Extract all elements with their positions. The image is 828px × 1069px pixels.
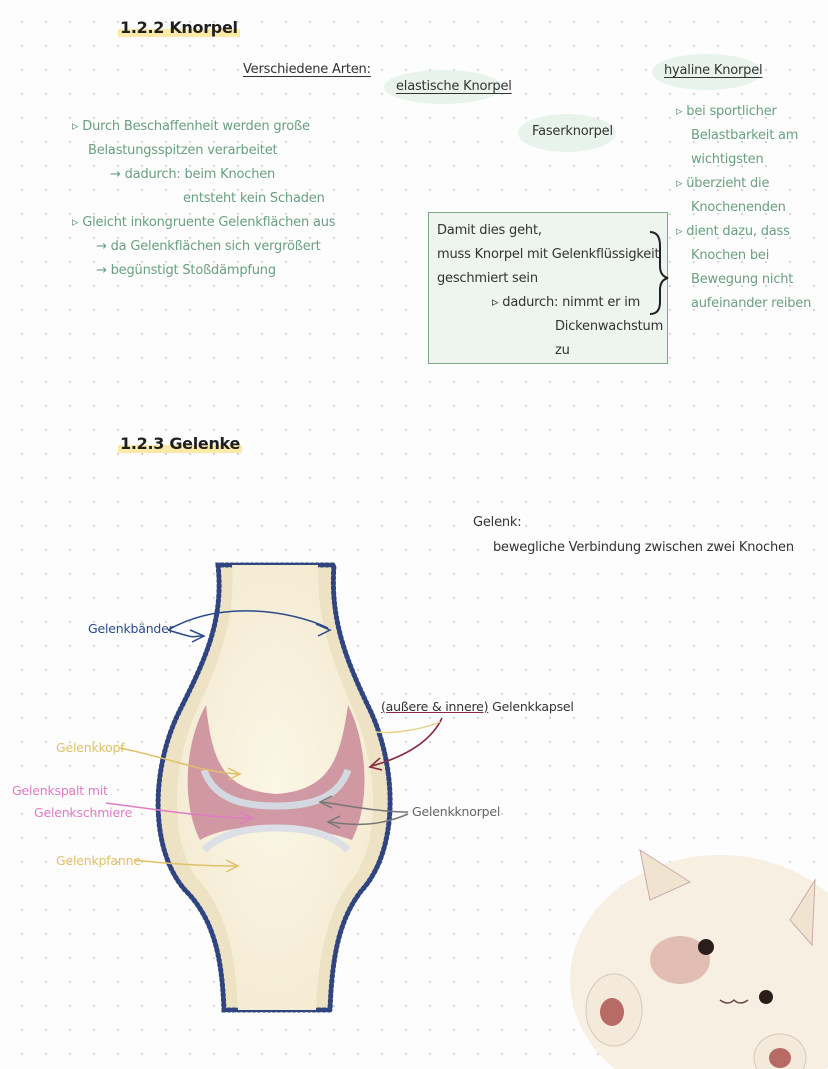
arrow-icon: → <box>110 167 125 182</box>
joint-head-cartilage <box>200 768 352 810</box>
arten-label: Verschiedene Arten: <box>243 62 371 77</box>
spalt-arrow <box>105 802 251 819</box>
hyalin-note-9: aufeinander reiben <box>691 296 812 311</box>
kapsel-arrow-red <box>371 717 443 767</box>
box-line-3: geschmiert sein <box>437 271 538 286</box>
arrow-icon: ▹ <box>72 215 83 230</box>
hyalin-highlight <box>652 54 762 90</box>
joint-socket-cartilage <box>201 824 351 853</box>
arrow-icon: → <box>96 263 111 278</box>
label-gelenkbaender: Gelenkbänder <box>88 621 174 636</box>
bone-inner <box>176 565 374 1010</box>
faserknorpel-label: Faserknorpel <box>532 124 613 139</box>
hyalin-note-2: Belastbarkeit am <box>691 128 799 143</box>
arrow-icon: → <box>96 239 111 254</box>
note-line-7: → begünstigt Stoßdämpfung <box>96 263 276 278</box>
section-heading-gelenke: 1.2.3 Gelenke <box>118 434 242 453</box>
elastische-knorpel-label: elastische Knorpel <box>396 79 512 94</box>
knorpel-arrows <box>321 801 409 813</box>
label-gelenkkopf: Gelenkkopf <box>56 740 125 755</box>
arrow-icon: ▹ <box>72 119 83 134</box>
hyalin-note-3: wichtigsten <box>691 152 764 167</box>
hyalin-note-6: ▹ dient dazu, dass <box>676 224 790 239</box>
hyalin-note-4: ▹ überzieht die <box>676 176 770 191</box>
hyalin-note-1: ▹ bei sportlicher <box>676 104 777 119</box>
note-line-1: ▹ Durch Beschaffenheit werden große <box>72 119 310 134</box>
label-gelenkknorpel: Gelenkknorpel <box>412 804 501 819</box>
section-heading-knorpel: 1.2.2 Knorpel <box>118 18 240 37</box>
kapsel-highlight-text: (außere & innere) <box>381 699 489 714</box>
hyalin-note-8: Bewegung nicht <box>691 272 794 287</box>
hyaline-knorpel-label: hyaline Knorpel <box>664 63 763 78</box>
arrow-icon: ▹ <box>676 176 687 191</box>
label-gelenkpfanne: Gelenkpfanne <box>56 853 141 868</box>
box-line-4: ▹ dadurch: nimmt er im <box>492 295 641 310</box>
pfanne-arrow <box>133 859 237 867</box>
label-gelenkspalt-1: Gelenkspalt mit <box>12 783 108 798</box>
elastisch-highlight <box>384 70 502 104</box>
arrow-icon: ▹ <box>492 295 503 310</box>
label-gelenkspalt-2: Gelenkschmiere <box>34 805 133 820</box>
hyalin-note-7: Knochen bei <box>691 248 770 263</box>
note-line-5: ▹ Gleicht inkongruente Gelenkflächen aus <box>72 215 336 230</box>
box-line-5: Dickenwachstum <box>555 319 664 334</box>
definition-text: bewegliche Verbindung zwischen zwei Knoc… <box>493 540 794 555</box>
note-line-4: entsteht kein Schaden <box>183 191 325 206</box>
box-line-1: Damit dies geht, <box>437 223 542 238</box>
kapsel-arrow-yellow <box>375 721 441 734</box>
cat-sticker-image <box>570 848 828 1069</box>
hyalin-note-5: Knochenenden <box>691 200 786 215</box>
kapsel-text: Gelenkkapsel <box>492 699 574 714</box>
box-line-2: muss Knorpel mit Gelenkflüssigkeit <box>437 247 660 262</box>
baender-arrows <box>167 610 332 643</box>
box-line-6: zu <box>555 343 570 358</box>
kopf-arrow <box>119 747 239 775</box>
note-line-3: → dadurch: beim Knochen <box>110 167 276 182</box>
note-line-2: Belastungsspitzen verarbeitet <box>88 143 278 158</box>
arrow-icon: ▹ <box>676 224 687 239</box>
synovial-space <box>187 705 365 840</box>
knorpel-info-box <box>428 212 668 364</box>
arrow-icon: ▹ <box>676 104 687 119</box>
definition-title: Gelenk: <box>473 515 522 530</box>
note-line-6: → da Gelenkflächen sich vergrößert <box>96 239 321 254</box>
faser-highlight <box>518 114 616 152</box>
label-gelenkkapsel: (außere & innere) Gelenkkapsel <box>381 699 574 714</box>
